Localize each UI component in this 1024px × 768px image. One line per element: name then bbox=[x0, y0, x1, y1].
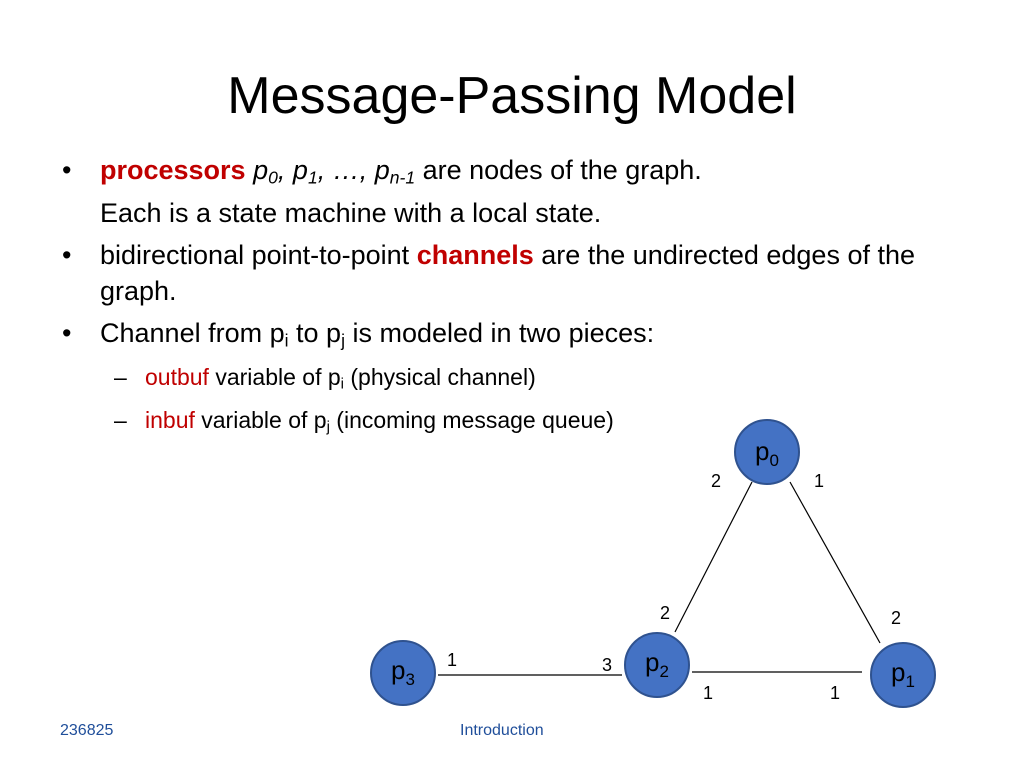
keyword-channels: channels bbox=[416, 240, 534, 271]
node-p3: p3 bbox=[370, 640, 436, 706]
dash-glyph: – bbox=[114, 407, 127, 434]
edge-p0-p2 bbox=[674, 481, 753, 633]
dash-glyph: – bbox=[114, 363, 127, 390]
bullet-text: are nodes of the graph. bbox=[415, 155, 702, 185]
sub-i: i bbox=[340, 375, 344, 393]
p0-symbol: p0 bbox=[253, 155, 278, 188]
bullet-glyph: • bbox=[62, 318, 72, 349]
edge-label-p3-p2-at-p3: 1 bbox=[447, 650, 457, 670]
subbullet-text: (incoming message queue) bbox=[329, 407, 614, 434]
bullet-text: bidirectional point-to-point bbox=[100, 240, 417, 271]
subbullet-outbuf: – outbuf variable of pi (physical channe… bbox=[60, 359, 960, 403]
bullet-list: • processors p0, p1, …, pn-1 are nodes o… bbox=[60, 152, 960, 446]
separator: , bbox=[277, 155, 293, 185]
subbullet-text: (physical channel) bbox=[343, 363, 536, 390]
sub-j: j bbox=[326, 419, 330, 437]
subbullet-text: variable of p bbox=[194, 407, 327, 434]
p1-symbol: p1 bbox=[292, 155, 318, 188]
bullet-text: Channel from p bbox=[100, 318, 285, 349]
node-p2: p2 bbox=[624, 632, 690, 698]
svg-text:p0: p0 bbox=[755, 436, 779, 470]
bullet-text: is modeled in two pieces: bbox=[344, 318, 655, 349]
bullet-channels: • bidirectional point-to-point channels … bbox=[60, 237, 960, 309]
edge-label-p2-p1-at-p2: 1 bbox=[703, 683, 713, 703]
edge-label-p3-p2-at-p2: 3 bbox=[602, 655, 612, 675]
keyword-processors: processors bbox=[100, 155, 246, 185]
sub-j: j bbox=[341, 330, 345, 351]
bullet-processors: • processors p0, p1, …, pn-1 are nodes o… bbox=[60, 152, 960, 231]
svg-text:p2: p2 bbox=[645, 647, 669, 681]
node-p0: p0 bbox=[734, 419, 800, 485]
bullet-channel-model: • Channel from pi to pj is modeled in tw… bbox=[60, 315, 960, 358]
node-p1: p1 bbox=[870, 642, 936, 708]
edge-label-p0-p1-at-p1: 2 bbox=[891, 608, 901, 628]
bullet-text: to p bbox=[288, 318, 342, 349]
bullet-text: are the undirected edges of the graph. bbox=[100, 240, 916, 307]
subbullet-text: variable of p bbox=[208, 363, 341, 390]
subbullet-inbuf: – inbuf variable of pj (incoming message… bbox=[60, 402, 960, 446]
footer-section: Introduction bbox=[460, 722, 544, 739]
separator: , …, bbox=[317, 155, 375, 185]
bullet-glyph: • bbox=[62, 240, 72, 271]
svg-text:p1: p1 bbox=[891, 657, 915, 691]
keyword-outbuf: outbuf bbox=[145, 363, 209, 390]
bullet-glyph: • bbox=[62, 155, 72, 185]
edge-p0-p1 bbox=[789, 481, 881, 644]
edge-label-p0-p2-at-p2: 2 bbox=[660, 603, 670, 623]
footer-course-number: 236825 bbox=[60, 722, 114, 739]
sub-i: i bbox=[284, 330, 289, 351]
edge-label-p0-p2-at-p0: 2 bbox=[711, 471, 721, 491]
edge-label-p2-p1-at-p1: 1 bbox=[830, 683, 840, 703]
pn-symbol: pn-1 bbox=[374, 155, 416, 188]
svg-text:p3: p3 bbox=[391, 655, 415, 689]
bullet-text-line2: Each is a state machine with a local sta… bbox=[100, 198, 602, 229]
edge-label-p0-p1-at-p0: 1 bbox=[814, 471, 824, 491]
keyword-inbuf: inbuf bbox=[145, 407, 195, 434]
slide-title: Message-Passing Model bbox=[227, 67, 797, 125]
